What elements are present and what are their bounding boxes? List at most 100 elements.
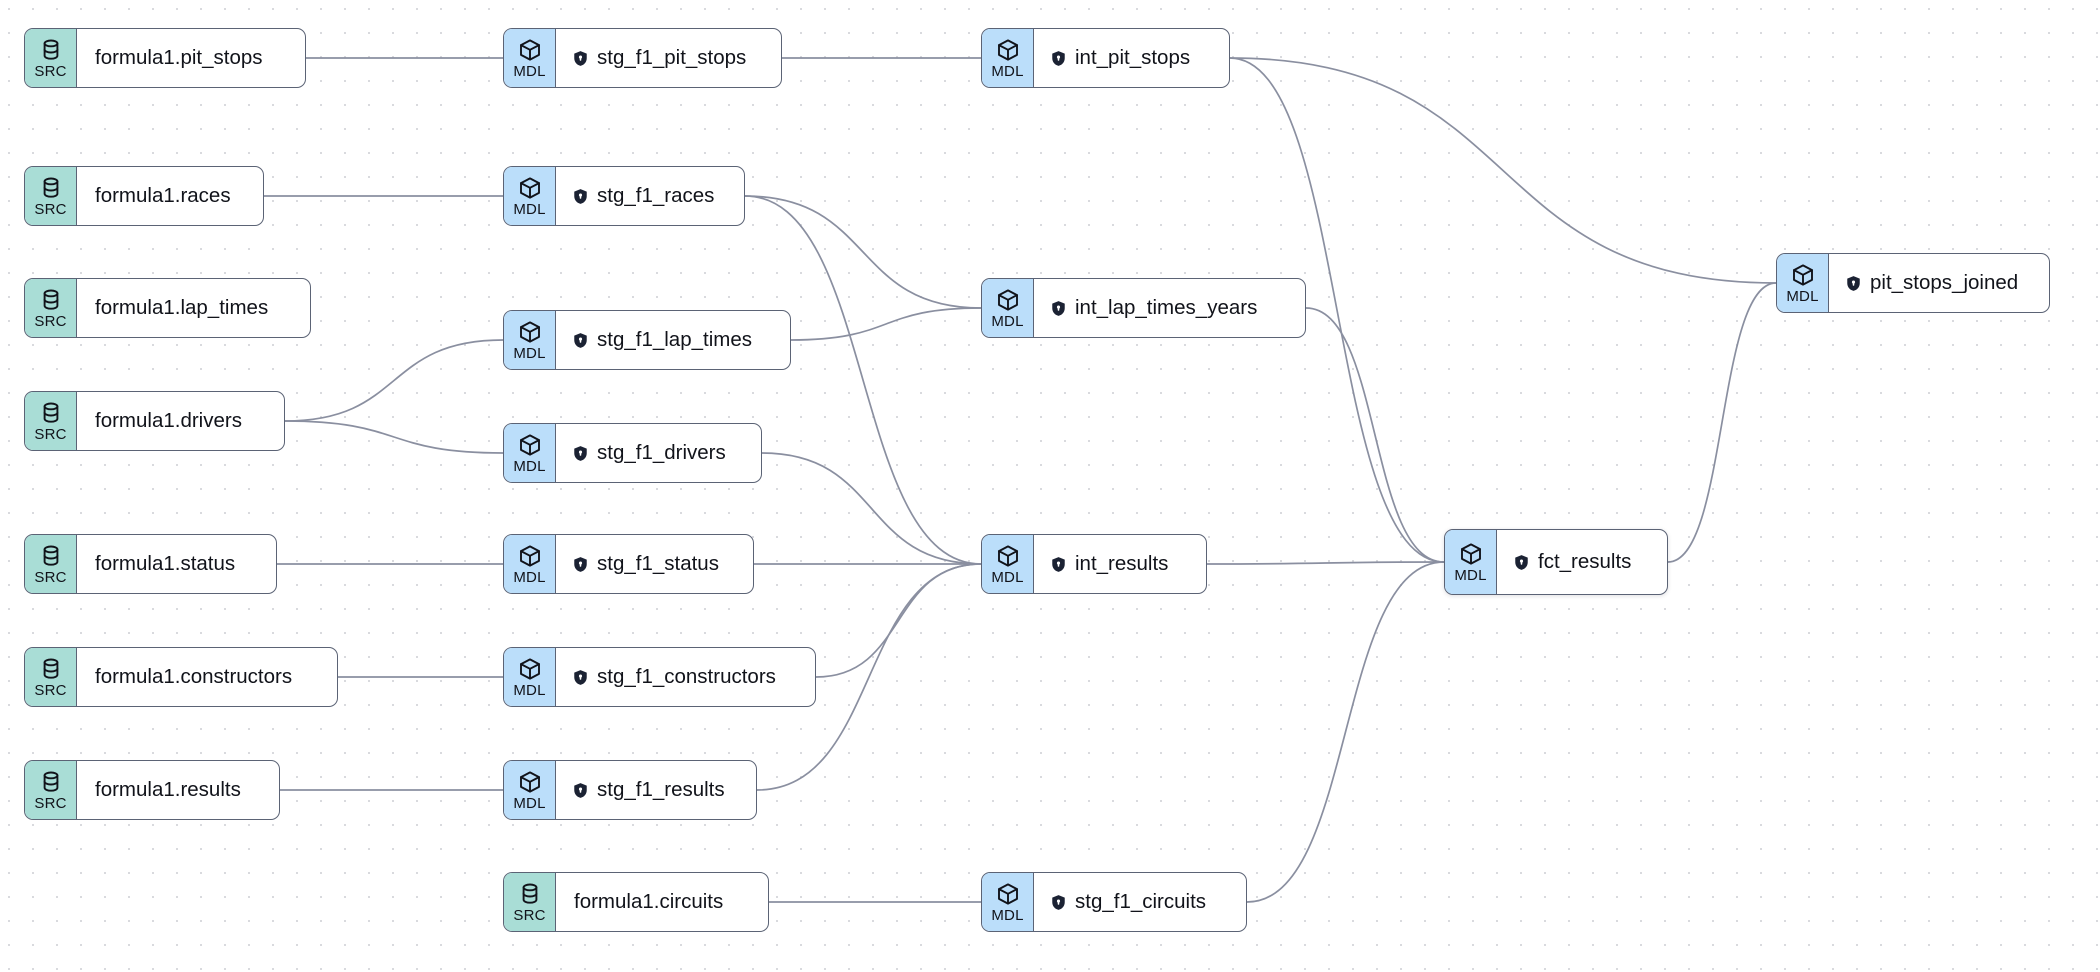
graph-node-src_pit_stops[interactable]: SRC formula1.pit_stops	[24, 28, 306, 88]
graph-node-src_races[interactable]: SRC formula1.races	[24, 166, 264, 226]
node-type-label: SRC	[34, 568, 67, 586]
node-type-badge: SRC	[25, 279, 77, 337]
node-body: fct_results	[1497, 530, 1667, 594]
node-type-badge: MDL	[504, 29, 556, 87]
shield-icon	[1050, 894, 1067, 911]
node-type-label: MDL	[991, 906, 1024, 924]
graph-edge	[1667, 282, 1777, 563]
node-body: stg_f1_races	[556, 167, 744, 225]
graph-node-stg_circuits[interactable]: MDL stg_f1_circuits	[981, 872, 1247, 932]
node-type-label: MDL	[991, 312, 1024, 330]
node-label: stg_f1_results	[597, 777, 725, 801]
cube-icon	[518, 38, 542, 62]
graph-node-src_lap_times[interactable]: SRC formula1.lap_times	[24, 278, 311, 338]
shield-icon	[1050, 556, 1067, 573]
node-type-label: MDL	[513, 794, 546, 812]
node-body: stg_f1_circuits	[1034, 873, 1246, 931]
node-label: stg_f1_circuits	[1075, 889, 1207, 913]
node-body: formula1.pit_stops	[77, 29, 305, 87]
node-body: stg_f1_lap_times	[556, 311, 790, 369]
node-type-label: SRC	[513, 906, 546, 924]
graph-edge	[744, 195, 982, 565]
node-label: formula1.lap_times	[95, 295, 269, 319]
node-label: formula1.constructors	[95, 664, 293, 688]
node-type-badge: MDL	[504, 761, 556, 819]
node-type-label: MDL	[513, 344, 546, 362]
node-type-label: MDL	[1454, 566, 1487, 584]
node-type-badge: MDL	[982, 535, 1034, 593]
database-icon	[39, 176, 63, 200]
node-body: formula1.constructors	[77, 648, 337, 706]
shield-icon	[572, 445, 589, 462]
graph-node-stg_results[interactable]: MDL stg_f1_results	[503, 760, 757, 820]
shield-icon	[572, 556, 589, 573]
node-type-label: MDL	[513, 681, 546, 699]
node-label: pit_stops_joined	[1870, 270, 2019, 294]
node-label: formula1.races	[95, 183, 231, 207]
graph-node-stg_pit_stops[interactable]: MDL stg_f1_pit_stops	[503, 28, 782, 88]
node-label: int_lap_times_years	[1075, 295, 1258, 319]
shield-icon	[572, 188, 589, 205]
node-type-badge: MDL	[1777, 254, 1829, 312]
node-type-label: MDL	[1786, 287, 1819, 305]
node-type-label: MDL	[513, 568, 546, 586]
shield-icon	[1513, 554, 1530, 571]
node-type-label: MDL	[991, 568, 1024, 586]
cube-icon	[1791, 263, 1815, 287]
graph-edge	[815, 563, 982, 678]
cube-icon	[1459, 542, 1483, 566]
graph-node-fct_results[interactable]: MDL fct_results	[1444, 529, 1668, 595]
shield-icon	[572, 50, 589, 67]
graph-node-stg_constructors[interactable]: MDL stg_f1_constructors	[503, 647, 816, 707]
node-label: fct_results	[1538, 549, 1632, 573]
node-type-badge: SRC	[25, 29, 77, 87]
node-type-label: MDL	[513, 457, 546, 475]
node-label: stg_f1_races	[597, 183, 715, 207]
node-body: formula1.races	[77, 167, 263, 225]
node-label: stg_f1_pit_stops	[597, 45, 747, 69]
node-body: int_pit_stops	[1034, 29, 1229, 87]
graph-node-int_lap_times_years[interactable]: MDL int_lap_times_years	[981, 278, 1306, 338]
node-body: int_lap_times_years	[1034, 279, 1305, 337]
cube-icon	[996, 544, 1020, 568]
node-body: stg_f1_drivers	[556, 424, 761, 482]
node-label: formula1.status	[95, 551, 236, 575]
node-type-badge: MDL	[504, 424, 556, 482]
graph-edge	[284, 420, 504, 454]
graph-node-pit_stops_joined[interactable]: MDL pit_stops_joined	[1776, 253, 2050, 313]
node-body: formula1.status	[77, 535, 276, 593]
cube-icon	[996, 288, 1020, 312]
node-type-badge: MDL	[1445, 530, 1497, 594]
graph-node-src_status[interactable]: SRC formula1.status	[24, 534, 277, 594]
node-label: formula1.results	[95, 777, 241, 801]
database-icon	[39, 770, 63, 794]
node-body: int_results	[1034, 535, 1206, 593]
node-type-label: SRC	[34, 794, 67, 812]
shield-icon	[572, 669, 589, 686]
cube-icon	[996, 882, 1020, 906]
node-label: stg_f1_constructors	[597, 664, 776, 688]
node-type-badge: SRC	[25, 761, 77, 819]
node-label: stg_f1_lap_times	[597, 327, 752, 351]
graph-edge	[1246, 561, 1445, 903]
node-type-label: SRC	[34, 62, 67, 80]
node-body: formula1.results	[77, 761, 279, 819]
cube-icon	[518, 544, 542, 568]
graph-node-stg_drivers[interactable]: MDL stg_f1_drivers	[503, 423, 762, 483]
node-type-label: SRC	[34, 200, 67, 218]
graph-node-stg_lap_times[interactable]: MDL stg_f1_lap_times	[503, 310, 791, 370]
graph-node-int_results[interactable]: MDL int_results	[981, 534, 1207, 594]
graph-node-src_results[interactable]: SRC formula1.results	[24, 760, 280, 820]
cube-icon	[996, 38, 1020, 62]
graph-edge	[1229, 57, 1777, 284]
node-type-badge: MDL	[982, 29, 1034, 87]
node-label: int_results	[1075, 551, 1169, 575]
cube-icon	[518, 433, 542, 457]
